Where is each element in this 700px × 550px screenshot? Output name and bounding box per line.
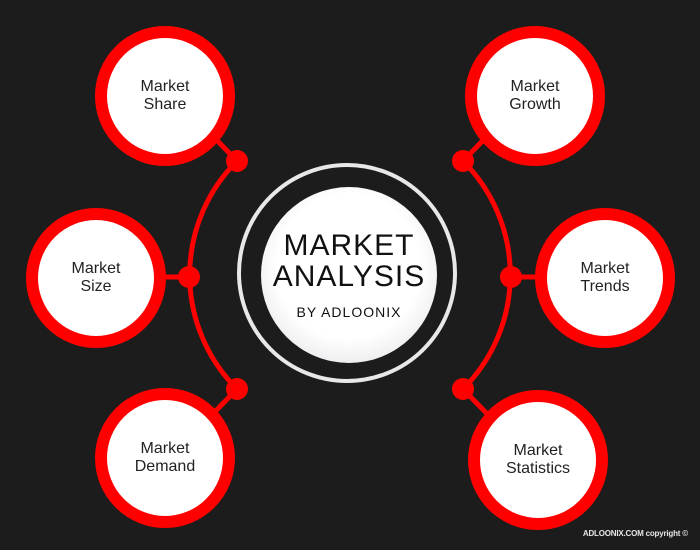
connector-dot (226, 150, 248, 172)
node-market-share: Market Share (95, 26, 235, 166)
center-hub: MARKET ANALYSIS BY ADLOONIX (261, 187, 437, 363)
node-market-demand: Market Demand (95, 388, 235, 528)
node-market-size: Market Size (26, 208, 166, 348)
connector-dot (226, 378, 248, 400)
center-outer-ring (237, 163, 457, 383)
connector-dot (452, 150, 474, 172)
node-market-trends: Market Trends (535, 208, 675, 348)
center-subtitle: BY ADLOONIX (296, 304, 402, 320)
center-title-line2: ANALYSIS (272, 260, 426, 293)
connector-dot (452, 378, 474, 400)
center-title-line1: MARKET (283, 229, 415, 262)
connector-dot (178, 266, 200, 288)
node-market-statistics: Market Statistics (468, 390, 608, 530)
node-market-growth: Market Growth (465, 26, 605, 166)
connector-dot (500, 266, 522, 288)
copyright-footer: ADLOONIX.COM copyright © (582, 529, 688, 538)
